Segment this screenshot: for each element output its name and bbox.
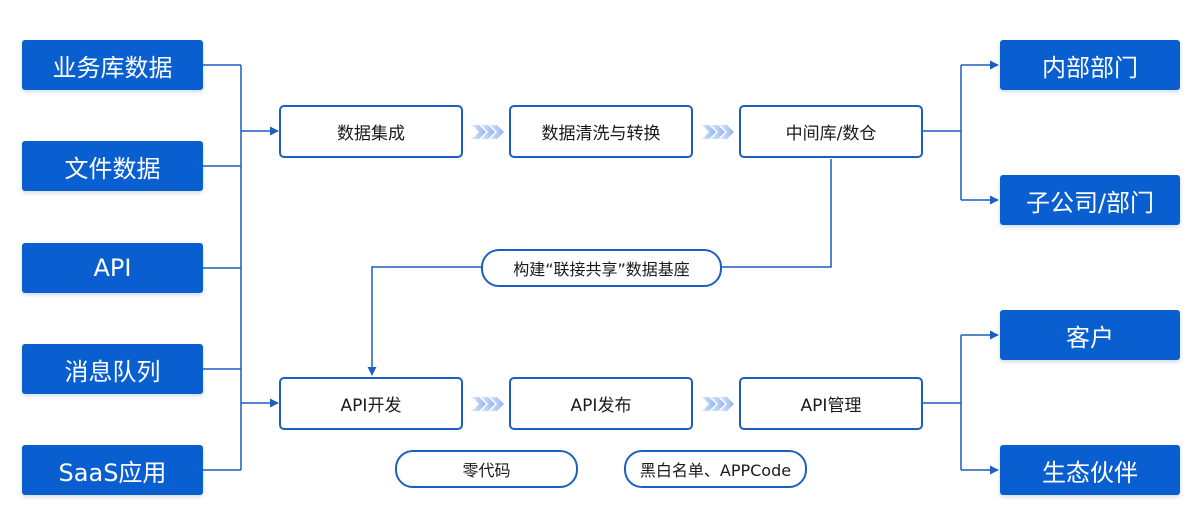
source-business-db-label: 业务库数据 bbox=[52, 53, 173, 82]
step-data-warehouse-label: 中间库/数仓 bbox=[785, 124, 877, 144]
chevrons-integrate-cleanse bbox=[472, 125, 504, 139]
step-data-cleansing-label: 数据清洗与转换 bbox=[541, 124, 661, 144]
target-customer: 客户 bbox=[1000, 310, 1180, 360]
feature-access-control-label: 黑白名单、APPCode bbox=[639, 461, 792, 480]
source-saas-app-label: SaaS应用 bbox=[58, 458, 167, 487]
step-data-warehouse: 中间库/数仓 bbox=[739, 105, 923, 158]
step-api-manage: API管理 bbox=[739, 377, 923, 430]
source-api: API bbox=[22, 243, 203, 293]
shared-data-foundation-label: 构建“联接共享”数据基座 bbox=[513, 260, 690, 279]
target-internal-dept-label: 内部部门 bbox=[1042, 53, 1138, 82]
target-subsidiary-label: 子公司/部门 bbox=[1025, 188, 1155, 217]
feature-zero-code-label: 零代码 bbox=[462, 461, 511, 480]
step-api-develop: API开发 bbox=[279, 377, 463, 430]
target-eco-partner: 生态伙伴 bbox=[1000, 445, 1180, 495]
source-message-queue: 消息队列 bbox=[22, 344, 203, 394]
step-api-publish: API发布 bbox=[509, 377, 693, 430]
feature-zero-code: 零代码 bbox=[395, 450, 578, 488]
step-api-manage-label: API管理 bbox=[800, 396, 862, 416]
source-file-data-label: 文件数据 bbox=[64, 154, 161, 183]
step-data-integration-label: 数据集成 bbox=[337, 124, 405, 144]
shared-data-foundation: 构建“联接共享”数据基座 bbox=[481, 249, 722, 287]
source-file-data: 文件数据 bbox=[22, 141, 203, 191]
step-data-integration: 数据集成 bbox=[279, 105, 463, 158]
chevrons-cleanse-warehouse bbox=[702, 125, 734, 139]
source-api-label: API bbox=[93, 254, 132, 282]
step-api-develop-label: API开发 bbox=[340, 396, 402, 416]
source-message-queue-label: 消息队列 bbox=[64, 357, 161, 386]
step-api-publish-label: API发布 bbox=[570, 396, 632, 416]
target-eco-partner-label: 生态伙伴 bbox=[1042, 458, 1138, 487]
feature-access-control: 黑白名单、APPCode bbox=[624, 450, 807, 488]
source-business-db: 业务库数据 bbox=[22, 40, 203, 90]
target-subsidiary: 子公司/部门 bbox=[1000, 175, 1180, 225]
target-internal-dept: 内部部门 bbox=[1000, 40, 1180, 90]
step-data-cleansing: 数据清洗与转换 bbox=[509, 105, 693, 158]
chevrons-develop-publish bbox=[472, 397, 504, 411]
chevrons-publish-manage bbox=[702, 397, 734, 411]
source-saas-app: SaaS应用 bbox=[22, 445, 203, 495]
target-customer-label: 客户 bbox=[1066, 323, 1114, 352]
